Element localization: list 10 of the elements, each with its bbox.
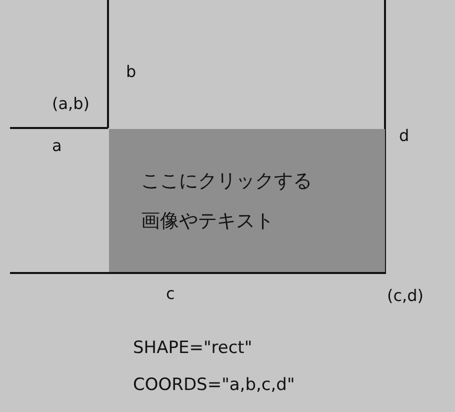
coordinate-label: (a,b): [52, 94, 90, 114]
code-text: SHAPE="rect": [133, 338, 252, 358]
coordinate-label: d: [399, 126, 410, 146]
area-text: ここにクリックする画像やテキスト: [141, 169, 313, 234]
clickable-area: [109, 129, 385, 272]
coordinate-label: c: [166, 284, 175, 304]
coordinate-label: (c,d): [387, 286, 424, 306]
coordinate-label: b: [126, 62, 136, 82]
coordinate-label: a: [52, 136, 62, 156]
code-text: COORDS="a,b,c,d": [133, 375, 295, 395]
